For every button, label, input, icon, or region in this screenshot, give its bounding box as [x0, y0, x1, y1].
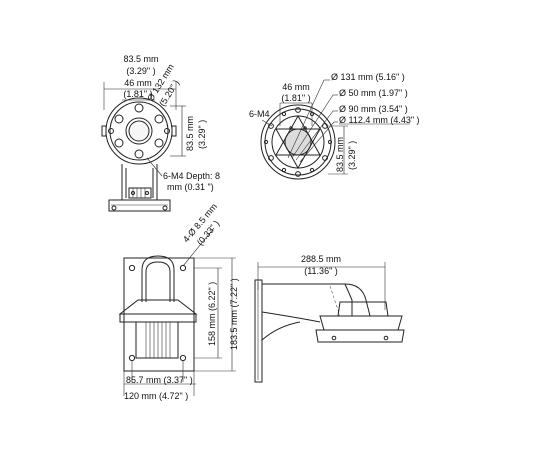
d112-label: Ø 112.4 mm (4.43" ) — [339, 115, 420, 125]
height-inch-label: (3.29" ) — [197, 120, 207, 149]
length-label: 288.5 mm — [301, 254, 341, 264]
rear-view-bottom-left: 4-Ø 8.5 mm (0.33" ) 158 mm (6.22" ) 183.… — [118, 201, 239, 401]
d90-label: Ø 90 mm (3.54" ) — [339, 104, 408, 114]
side-view-bottom-right: 288.5 mm (11.36" ) — [254, 254, 405, 383]
width-inner-label: 46 mm — [124, 78, 152, 88]
front-view-top-left: 83.5 mm (3.29" ) 46 mm (1.81" ) Ø 132 mm… — [101, 54, 220, 212]
h183-label: 183.5 mm (7.22" ) — [229, 278, 239, 350]
d50-label: Ø 50 mm (1.97" ) — [339, 88, 408, 98]
height-inch-label-right: (3.29" ) — [347, 141, 357, 170]
w85-label: 85.7 mm (3.37" ) — [126, 375, 193, 385]
width-label: 46 mm — [282, 82, 310, 92]
screw-depth-label: mm (0.31 ") — [167, 182, 214, 192]
w120-label: 120 mm (4.72" ) — [124, 391, 188, 401]
d131-label: Ø 131 mm (5.16" ) — [331, 72, 405, 82]
width-outer-label: 83.5 mm — [123, 54, 158, 64]
screw-label: 6-M4 Depth: 8 — [163, 171, 220, 181]
height-label-right: 83.5 mm — [335, 137, 345, 172]
h158-label: 158 mm (6.22" ) — [207, 282, 217, 346]
width-inner-inch-label: (1.81" ) — [123, 89, 152, 99]
width-outer-inch-label: (3.29" ) — [126, 66, 155, 76]
height-label: 83.5 mm — [185, 116, 195, 151]
width-inch-label: (1.81" ) — [281, 93, 310, 103]
bottom-view-top-right: 46 mm (1.81" ) 6-M4 Ø 131 mm (5.16" ) Ø … — [249, 72, 420, 180]
m4-callout-label: 6-M4 — [249, 109, 270, 119]
length-inch-label: (11.36" ) — [304, 266, 338, 276]
